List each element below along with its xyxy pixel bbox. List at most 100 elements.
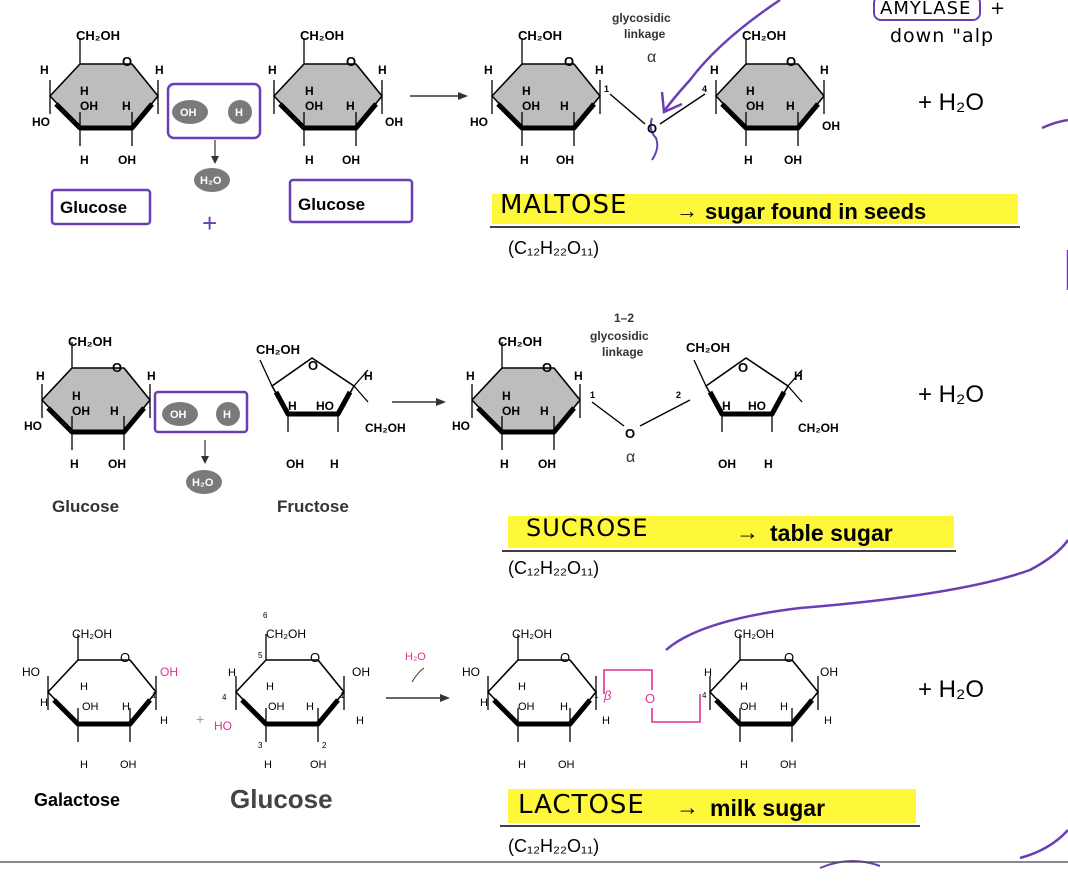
h-label: H	[794, 369, 803, 383]
h-label: H	[264, 759, 272, 771]
carbon-number-5: 5	[258, 651, 263, 660]
sucrose-arrow: →	[736, 519, 759, 545]
h-label: H	[147, 369, 156, 383]
h-label: H	[330, 457, 339, 471]
oh-label: OH	[820, 665, 838, 679]
h-label: H	[305, 153, 314, 167]
water-bubble-label: H₂O	[192, 477, 214, 489]
h-label: H	[710, 63, 719, 77]
ho-label: HO	[22, 665, 40, 679]
sucrose-highlight	[508, 516, 954, 548]
fructose-ring-front-edge	[707, 390, 787, 417]
oh-label: OH	[784, 153, 802, 167]
ch2oh-label: CH₂OH	[798, 421, 839, 435]
ho-label: HO	[214, 719, 232, 733]
oh-label: OH	[822, 119, 840, 133]
carbon-number-4: 4	[702, 691, 707, 700]
h-label: H	[306, 701, 314, 713]
maltose-product-name: MALTOSE	[500, 190, 627, 220]
oh-label: OH	[746, 99, 764, 113]
galactose-ring-front-edge	[492, 698, 592, 727]
water-bubble-label: H₂O	[200, 175, 222, 187]
h-label: H	[540, 404, 549, 418]
h-label: H	[466, 369, 475, 383]
h-label: H	[288, 399, 297, 413]
oh-label: OH	[108, 457, 126, 471]
oh-label: OH	[118, 153, 136, 167]
ring-oxygen-label: O	[560, 650, 570, 665]
oh-label: OH	[120, 759, 137, 771]
h-label: H	[484, 63, 493, 77]
h-label: H	[764, 457, 773, 471]
lactose-row: CH₂OH O HO OH H H OH H 1 H H OH + 6 CH₂O…	[22, 611, 984, 856]
h-bubble-label: H	[235, 107, 243, 119]
h-label: H	[520, 153, 529, 167]
sucrose-linkage-line2: linkage	[602, 345, 644, 359]
ring-oxygen-label: O	[308, 358, 318, 373]
oh-bubble-label: OH	[180, 107, 197, 119]
ch2oh-label: CH₂OH	[76, 28, 120, 43]
top-note: AMYLASE + down "alp	[873, 0, 1005, 47]
annotation-arrow-curve	[663, 0, 781, 111]
h-label: H	[356, 715, 364, 727]
oh-label: OH	[518, 701, 535, 713]
oh-removal-box	[153, 390, 249, 434]
h-label: H	[160, 715, 168, 727]
carbon-number-4: 4	[222, 693, 227, 702]
fructose-ring-front-edge	[273, 390, 353, 417]
glucose-ring-front-edge	[476, 406, 576, 435]
ring-oxygen-label: O	[346, 54, 356, 69]
oh-removal-box	[166, 82, 262, 140]
h-label: H	[228, 667, 236, 679]
carbon-number-1: 1	[152, 691, 157, 700]
oh-label: OH	[780, 759, 797, 771]
ring-oxygen-label: O	[564, 54, 574, 69]
h-label: H	[305, 84, 314, 98]
annotation-bottom-mark	[819, 860, 881, 869]
maltose-row: CH₂OH O H H H OH H HO H OH OH H H₂O + CH…	[32, 11, 1020, 258]
h-label: H	[780, 701, 788, 713]
ch2oh-label: CH₂OH	[72, 627, 112, 641]
lactose-left-sugar: Galactose	[34, 790, 120, 810]
sucrose-product-name: SUCROSE	[526, 514, 649, 542]
ch2oh-label: CH₂OH	[300, 28, 344, 43]
maltose-formula: (C₁₂H₂₂O₁₁)	[508, 238, 599, 258]
ho-label: HO	[24, 419, 42, 433]
h-label: H	[502, 389, 511, 403]
oh-label: OH	[72, 404, 90, 418]
h-label: H	[155, 63, 164, 77]
ch2oh-label: CH₂OH	[518, 28, 562, 43]
ch2oh-label: CH₂OH	[498, 334, 542, 349]
ring-oxygen-label: O	[542, 360, 552, 375]
carbon-number-1: 1	[590, 390, 595, 400]
ho-label: HO	[470, 115, 488, 129]
glucose-ring-front-edge	[496, 102, 596, 131]
water-bubble	[186, 470, 222, 494]
ring-oxygen-label: O	[738, 360, 748, 375]
carbon-number-3: 3	[258, 741, 263, 750]
h-bubble	[216, 402, 240, 426]
maltose-arrow: →	[676, 198, 698, 223]
carbon-number-6: 6	[263, 611, 268, 620]
h-label: H	[518, 759, 526, 771]
maltose-highlight	[492, 194, 1018, 224]
lactose-right-sugar: Glucose	[230, 784, 333, 814]
h-label: H	[80, 681, 88, 693]
h-label: H	[704, 667, 712, 679]
ho-label: HO	[452, 419, 470, 433]
fructose-ring-bond	[787, 369, 803, 387]
h-bubble	[228, 100, 252, 124]
h-label: H	[740, 759, 748, 771]
plus-sign: +	[202, 208, 217, 238]
oh-bubble	[172, 100, 208, 124]
carbon-number-2: 2	[322, 741, 327, 750]
h-label: H	[80, 759, 88, 771]
oh-label: OH	[82, 701, 99, 713]
glucose-ring-front-edge	[240, 698, 340, 727]
h-label: H	[480, 697, 488, 709]
oh-label: OH	[502, 404, 520, 418]
ho-label: HO	[462, 665, 480, 679]
carbon-number-1: 1	[594, 691, 599, 700]
sucrose-right-sugar: Fructose	[277, 497, 349, 516]
